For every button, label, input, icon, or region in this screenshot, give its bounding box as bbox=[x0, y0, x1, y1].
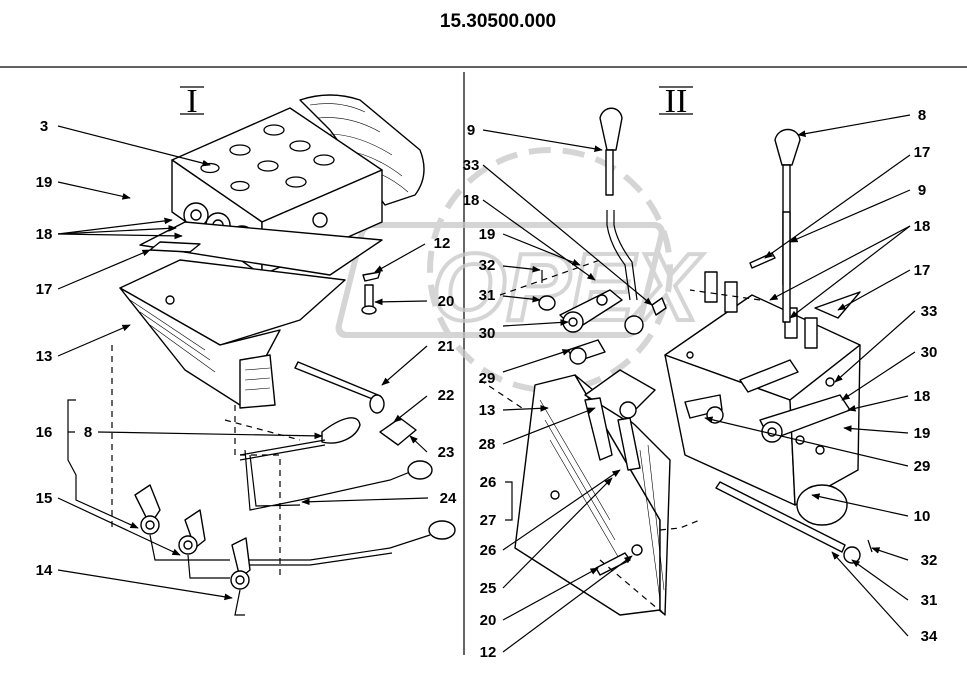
nut-12 bbox=[362, 271, 381, 282]
callout-30: 30 bbox=[479, 325, 496, 342]
callout-18: 18 bbox=[36, 226, 53, 243]
bolt-33 bbox=[651, 297, 667, 316]
callout-3: 3 bbox=[40, 118, 48, 135]
callout-13: 13 bbox=[479, 402, 496, 419]
callout-18: 18 bbox=[463, 192, 480, 209]
callout-21: 21 bbox=[438, 338, 455, 355]
shim-17 bbox=[149, 241, 201, 253]
callout-31-right: 31 bbox=[921, 592, 938, 609]
callout-33: 33 bbox=[463, 157, 480, 174]
callout-9: 9 bbox=[467, 122, 475, 139]
svg-text:I: I bbox=[186, 83, 197, 120]
callout-numbers-view-I: 3 19 18 17 13 12 32 31 20 30 21 22 23 8 … bbox=[36, 118, 496, 579]
callout-10: 10 bbox=[914, 508, 931, 525]
pin-32-right bbox=[867, 539, 873, 553]
drawing-number: 15.30500.000 bbox=[440, 11, 556, 32]
callout-32: 32 bbox=[479, 257, 496, 274]
callout-18-right: 18 bbox=[914, 218, 931, 235]
callout-19-right: 19 bbox=[914, 425, 931, 442]
svg-text:II: II bbox=[665, 83, 688, 120]
lever-9-left bbox=[599, 107, 644, 335]
callout-24: 24 bbox=[440, 490, 457, 507]
callout-numbers-view-II: 9 33 18 19 29 13 28 26 27 26 25 20 12 8 … bbox=[463, 107, 938, 661]
callout-19: 19 bbox=[36, 174, 53, 191]
callout-27: 27 bbox=[480, 512, 497, 529]
callout-15: 15 bbox=[36, 490, 53, 507]
callout-26: 26 bbox=[480, 542, 497, 559]
hidden-lines-I bbox=[111, 345, 301, 575]
callout-leaders bbox=[57, 114, 916, 653]
callout-12: 12 bbox=[480, 644, 497, 661]
levers-16-15-14 bbox=[134, 484, 251, 616]
callout-20: 20 bbox=[438, 293, 455, 310]
callout-33-right: 33 bbox=[921, 303, 938, 320]
view-I-parts bbox=[111, 94, 456, 616]
bracket-30-left bbox=[559, 289, 623, 365]
callout-13: 13 bbox=[36, 348, 53, 365]
callout-34: 34 bbox=[921, 628, 938, 645]
hidden-lines-II bbox=[479, 259, 761, 616]
callout-8-right: 8 bbox=[918, 107, 926, 124]
callout-30-right: 30 bbox=[921, 344, 938, 361]
callout-14: 14 bbox=[36, 562, 53, 579]
callout-31: 31 bbox=[479, 287, 496, 304]
rod-34 bbox=[715, 481, 846, 553]
callout-23: 23 bbox=[438, 444, 455, 461]
callout-17-right-lower: 17 bbox=[914, 262, 931, 279]
callout-20: 20 bbox=[480, 612, 497, 629]
rod-21 bbox=[294, 361, 385, 414]
callout-28: 28 bbox=[479, 436, 496, 453]
view-II-parts bbox=[479, 107, 873, 616]
callout-9-right: 9 bbox=[918, 182, 926, 199]
tray-13 bbox=[119, 259, 346, 409]
callout-17-right: 17 bbox=[914, 144, 931, 161]
callout-19: 19 bbox=[479, 226, 496, 243]
callout-29: 29 bbox=[479, 370, 496, 387]
washer-31-left bbox=[538, 295, 556, 311]
callout-32-right: 32 bbox=[921, 552, 938, 569]
callout-26-upper: 26 bbox=[480, 474, 497, 491]
callout-22: 22 bbox=[438, 387, 455, 404]
callout-18-right-lower: 18 bbox=[914, 388, 931, 405]
clevis-23 bbox=[379, 417, 417, 446]
view-label-II: II bbox=[659, 83, 693, 120]
callout-17: 17 bbox=[36, 281, 53, 298]
callout-8: 8 bbox=[84, 424, 92, 441]
lever-rod-24 bbox=[239, 417, 456, 566]
bolt-20 bbox=[361, 284, 377, 315]
callout-12: 12 bbox=[434, 235, 451, 252]
callout-16: 16 bbox=[36, 424, 53, 441]
callout-25: 25 bbox=[480, 580, 497, 597]
view-label-I: I bbox=[180, 83, 204, 120]
hose-bundle bbox=[299, 94, 425, 206]
lever-8-right bbox=[774, 128, 801, 323]
callout-29-right: 29 bbox=[914, 458, 931, 475]
bracket-30-right bbox=[684, 359, 851, 443]
